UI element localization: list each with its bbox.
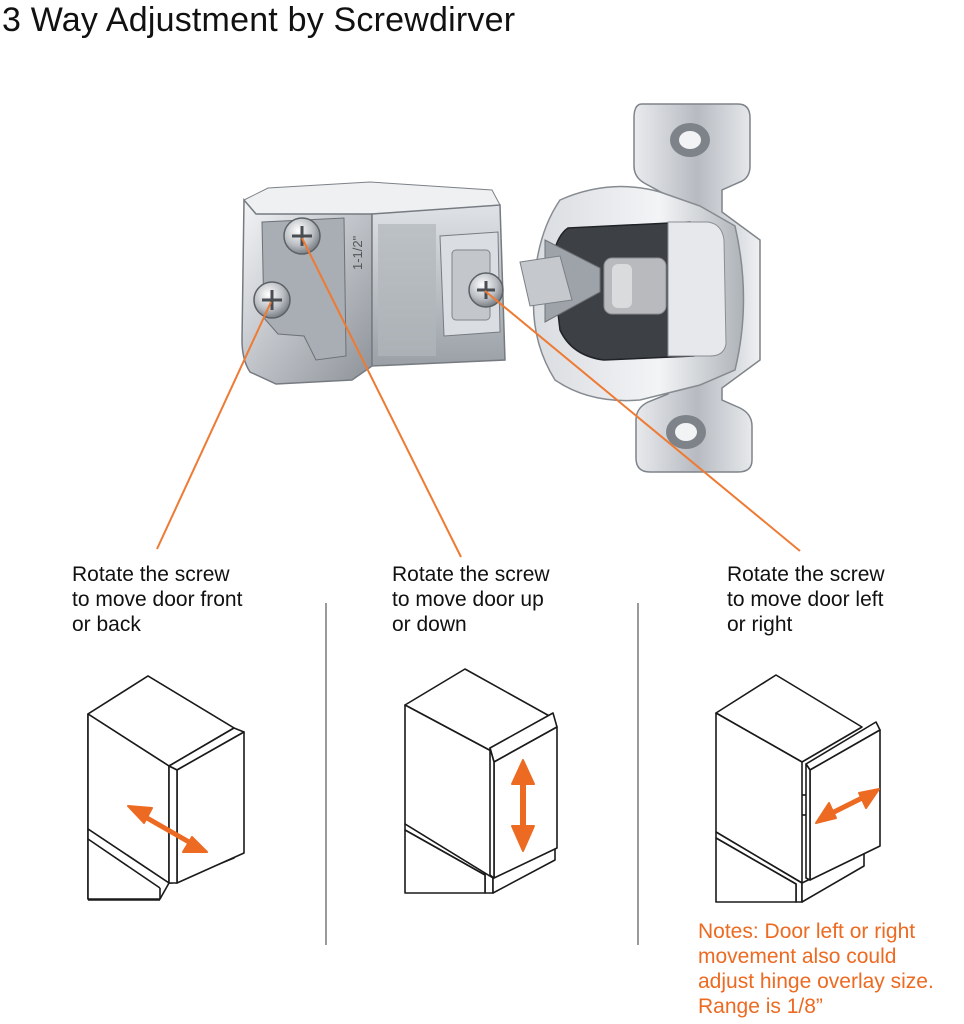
cabinet-front-back [87,675,245,901]
arrow-left-right-icon [815,788,880,824]
leader-line-front-back [156,301,272,550]
leader-line-up-down [301,237,462,558]
page-title: 3 Way Adjustment by Screwdirver [2,1,516,39]
caption-up-down: Rotate the screw to move door up or down [392,563,550,636]
hinge-cup [519,185,745,402]
overlay-note: Notes: Door left or right movement also … [698,920,934,1018]
hinge-image: 1-1/2" [241,103,761,473]
arrow-front-back-icon [127,805,208,853]
screw-up-down [283,217,321,255]
arrow-up-down-icon [511,759,535,852]
leader-lines [156,237,801,558]
caption-front-back: Rotate the screw to move door front or b… [72,563,243,636]
screw-front-back [253,281,291,319]
hinge-size-marking: 1-1/2" [350,235,365,270]
cabinet-up-down [404,668,558,894]
caption-left-right: Rotate the screw to move door left or ri… [727,563,885,636]
hinge-arm [241,181,506,385]
cabinet-left-right [715,674,881,903]
leader-line-left-right [484,290,801,552]
